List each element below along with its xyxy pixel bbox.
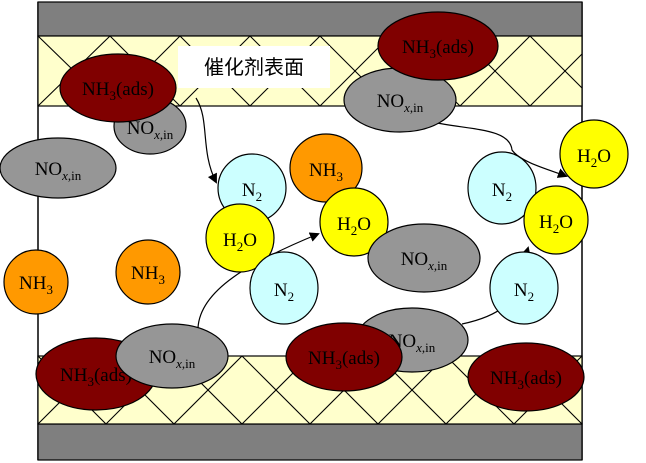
- nox-gas-center-right: NOx,in: [367, 223, 481, 293]
- svg-text:N2: N2: [514, 280, 534, 304]
- nh3-gas-left: NH3: [3, 249, 69, 315]
- svg-text:NH3(ads): NH3(ads): [402, 37, 474, 61]
- svg-text:NOx,in: NOx,in: [127, 118, 174, 142]
- nh3-gas-center: NH3: [289, 133, 363, 203]
- svg-text:NH3: NH3: [309, 160, 343, 184]
- nh3-ads-bottom-center: NH3(ads): [285, 322, 403, 392]
- svg-text:H2O: H2O: [223, 230, 257, 254]
- svg-text:H2O: H2O: [577, 146, 611, 170]
- svg-text:H2O: H2O: [337, 214, 371, 238]
- svg-text:NOx,in: NOx,in: [377, 91, 424, 115]
- svg-text:NOx,in: NOx,in: [149, 347, 196, 371]
- nh3-ads-top-right: NH3(ads): [377, 11, 499, 81]
- catalyst-surface-label: 催化剂表面: [204, 55, 304, 79]
- svg-text:H2O: H2O: [539, 212, 573, 236]
- h2o-right-lower: H2O: [523, 185, 589, 255]
- nox-near-surface-bottom-left: NOx,in: [115, 323, 229, 389]
- svg-text:NH3(ads): NH3(ads): [308, 348, 380, 372]
- nh3-ads-top-left: NH3(ads): [59, 53, 177, 123]
- h2o-center-left: H2O: [205, 203, 275, 273]
- svg-text:N2: N2: [274, 280, 294, 304]
- svg-text:NOx,in: NOx,in: [401, 249, 448, 273]
- svg-text:NH3(ads): NH3(ads): [82, 79, 154, 103]
- nh3-ads-bottom-right: NH3(ads): [467, 342, 585, 412]
- h2o-center: H2O: [319, 187, 389, 257]
- top-gray-wall: [37, 1, 583, 37]
- arrow-nh3ads-to-n2: [195, 97, 217, 184]
- n2-right-upper: N2: [467, 151, 537, 225]
- n2-right-lower: N2: [489, 251, 559, 325]
- svg-text:NOx,in: NOx,in: [35, 159, 82, 183]
- arrow-nox-to-h2o-right: [431, 121, 568, 178]
- svg-text:N2: N2: [492, 180, 512, 204]
- svg-text:NH3: NH3: [131, 263, 165, 287]
- bottom-gray-wall: [37, 423, 583, 461]
- arrow-nox-to-h2o-center: [197, 232, 320, 329]
- svg-text:NH3: NH3: [19, 273, 53, 297]
- h2o-right-upper: H2O: [559, 119, 629, 189]
- nox-gas-left: NOx,in: [0, 137, 117, 199]
- catalyst-label-box: [178, 46, 330, 88]
- svg-text:NH3(ads): NH3(ads): [490, 368, 562, 392]
- nh3-gas-center-left: NH3: [115, 239, 181, 305]
- svg-text:N2: N2: [242, 180, 262, 204]
- n2-center-lower: N2: [249, 251, 319, 325]
